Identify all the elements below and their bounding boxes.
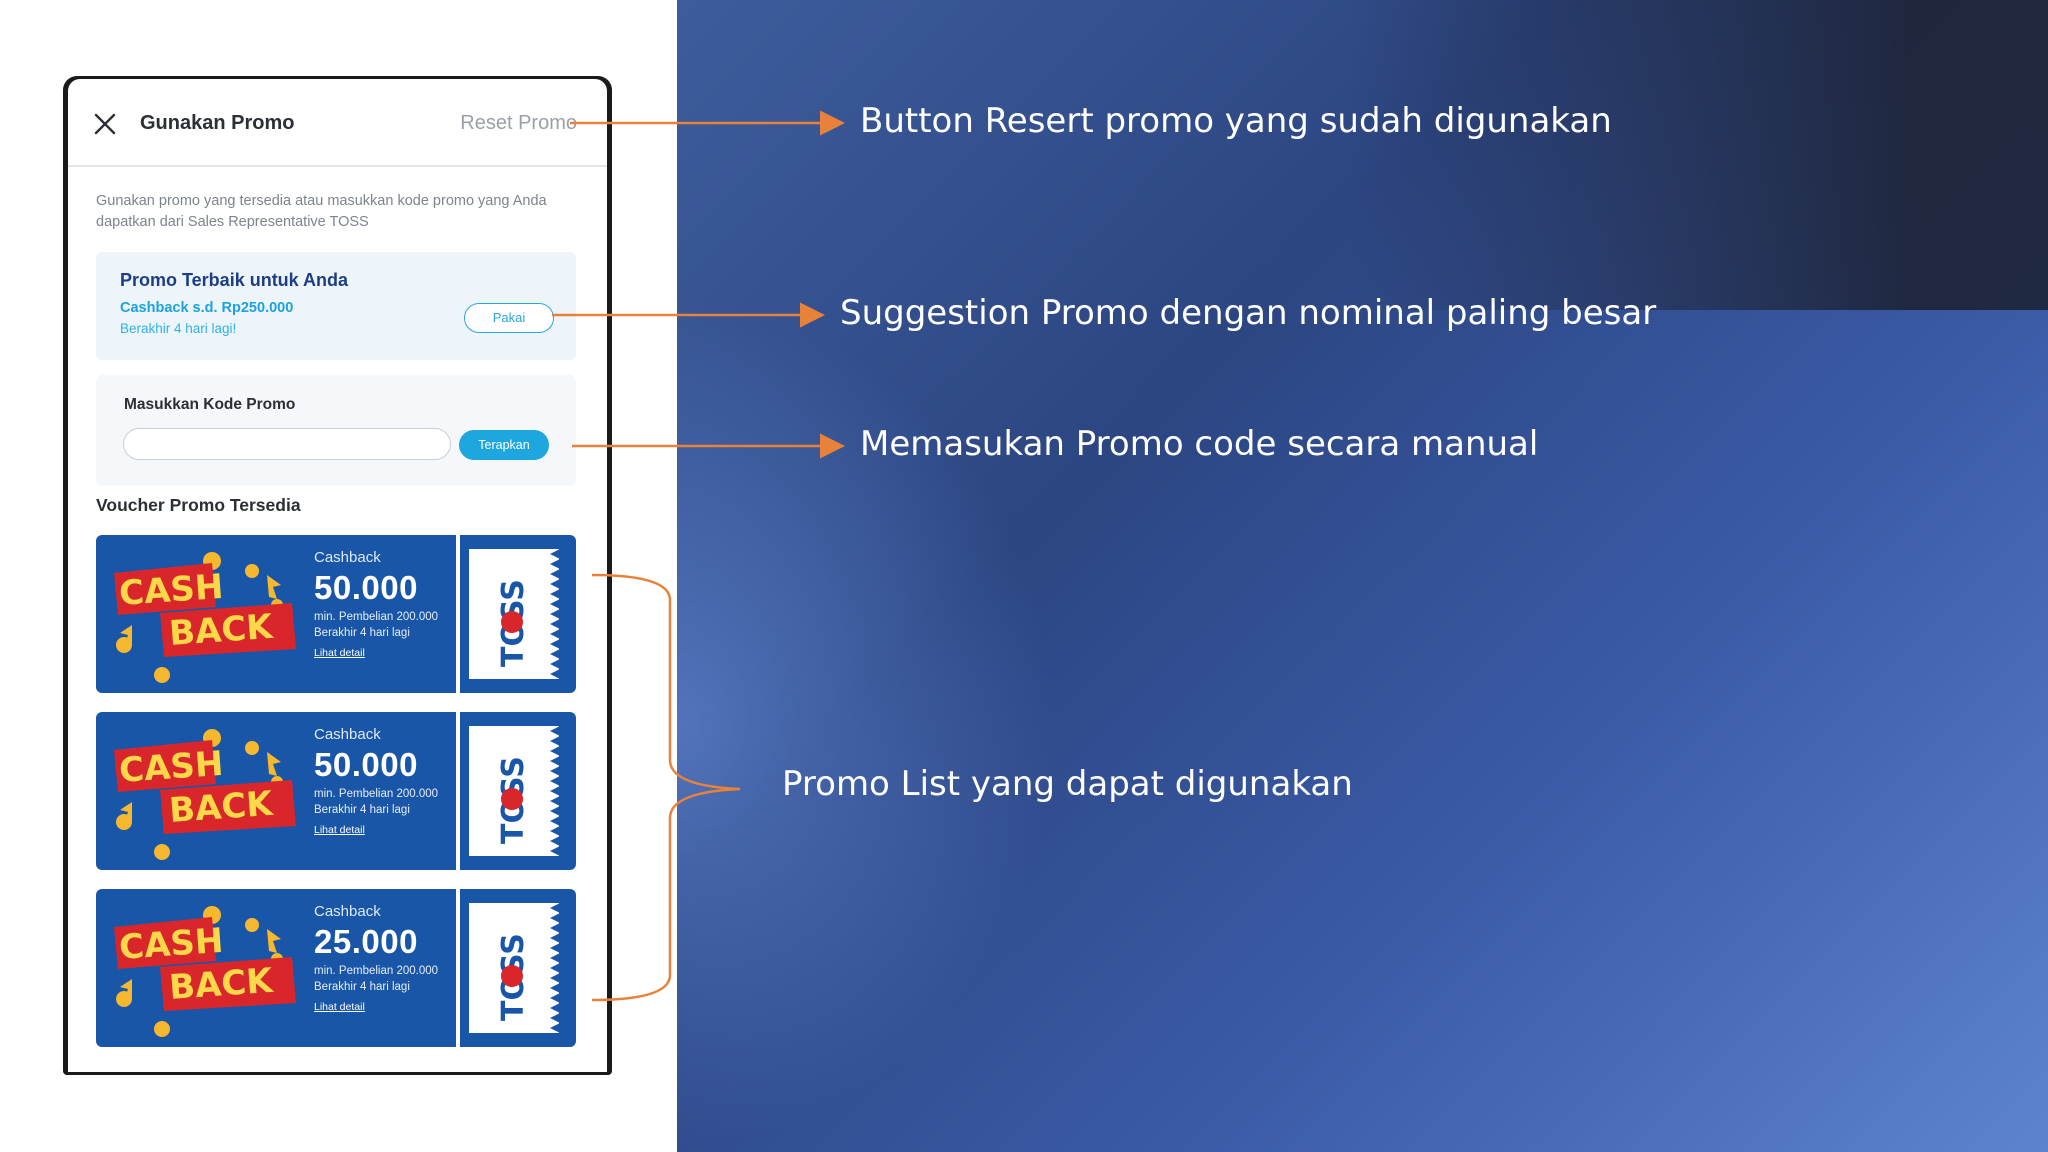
- voucher-detail-link[interactable]: Lihat detail: [314, 1001, 365, 1013]
- promo-screen: Gunakan Promo Reset Promo Gunakan promo …: [68, 79, 607, 1072]
- annotation-list: Promo List yang dapat digunakan: [782, 764, 1353, 804]
- voucher-stub: TOSS: [469, 903, 560, 1033]
- banner-text-bottom: BACK: [168, 961, 276, 1008]
- voucher-stub: TOSS: [469, 549, 560, 679]
- phone-frame: Gunakan Promo Reset Promo Gunakan promo …: [63, 76, 612, 1075]
- close-icon[interactable]: [93, 112, 117, 136]
- voucher-expiry: Berakhir 4 hari lagi: [314, 981, 410, 993]
- toss-logo-icon: TOSS: [496, 933, 531, 1021]
- reset-promo-button[interactable]: Reset Promo: [460, 112, 577, 134]
- voucher-expiry: Berakhir 4 hari lagi: [314, 627, 410, 639]
- voucher-section-title: Voucher Promo Tersedia: [96, 495, 301, 515]
- banner-text-top: CASH: [118, 744, 225, 791]
- voucher-amount: 50.000: [314, 569, 418, 606]
- promo-code-label: Masukkan Kode Promo: [124, 396, 296, 413]
- best-promo-expiry: Berakhir 4 hari lagi!: [120, 321, 237, 336]
- voucher-expiry: Berakhir 4 hari lagi: [314, 804, 410, 816]
- description-text: Gunakan promo yang tersedia atau masukka…: [96, 193, 547, 230]
- cashback-banner-icon: CASH BACK: [114, 906, 296, 1037]
- annotation-manual: Memasukan Promo code secara manual: [860, 424, 1539, 464]
- cashback-banner-icon: CASH BACK: [114, 729, 296, 860]
- slide-background: [677, 0, 2048, 1152]
- toss-logo-icon: TOSS: [496, 756, 531, 844]
- use-promo-button[interactable]: Pakai: [464, 303, 554, 333]
- toss-logo-icon: TOSS: [496, 579, 531, 667]
- annotation-suggestion: Suggestion Promo dengan nominal paling b…: [840, 293, 1657, 333]
- voucher-min-purchase: min. Pembelian 200.000: [314, 611, 439, 623]
- banner-text-top: CASH: [118, 567, 225, 614]
- banner-text-top: CASH: [118, 921, 225, 968]
- voucher-type: Cashback: [314, 549, 381, 566]
- voucher-min-purchase: min. Pembelian 200.000: [314, 788, 439, 800]
- apply-code-button[interactable]: Terapkan: [459, 430, 549, 460]
- annotation-reset: Button Resert promo yang sudah digunakan: [860, 101, 1612, 141]
- voucher-type: Cashback: [314, 726, 381, 743]
- voucher-card[interactable]: CASH BACK Cashback 50.000 min. Pembelian…: [96, 535, 576, 693]
- voucher-detail-link[interactable]: Lihat detail: [314, 647, 365, 659]
- voucher-amount: 25.000: [314, 923, 418, 960]
- voucher-card[interactable]: CASH BACK Cashback 50.000 min. Pembelian…: [96, 712, 576, 870]
- best-promo-card: Promo Terbaik untuk Anda Cashback s.d. R…: [96, 252, 576, 360]
- best-promo-title: Promo Terbaik untuk Anda: [120, 270, 349, 290]
- voucher-stub: TOSS: [469, 726, 560, 856]
- banner-text-bottom: BACK: [168, 784, 276, 831]
- voucher-amount: 50.000: [314, 746, 418, 783]
- best-promo-subtitle: Cashback s.d. Rp250.000: [120, 300, 294, 316]
- page-title: Gunakan Promo: [140, 112, 295, 134]
- banner-text-bottom: BACK: [168, 607, 276, 654]
- voucher-card[interactable]: CASH BACK Cashback 25.000 min. Pembelian…: [96, 889, 576, 1047]
- promo-code-input[interactable]: [123, 428, 451, 460]
- promo-code-card: Masukkan Kode Promo Terapkan: [96, 375, 576, 486]
- voucher-type: Cashback: [314, 903, 381, 920]
- header: Gunakan Promo Reset Promo: [68, 79, 607, 167]
- voucher-min-purchase: min. Pembelian 200.000: [314, 965, 439, 977]
- voucher-detail-link[interactable]: Lihat detail: [314, 824, 365, 836]
- cashback-banner-icon: CASH BACK: [114, 552, 296, 683]
